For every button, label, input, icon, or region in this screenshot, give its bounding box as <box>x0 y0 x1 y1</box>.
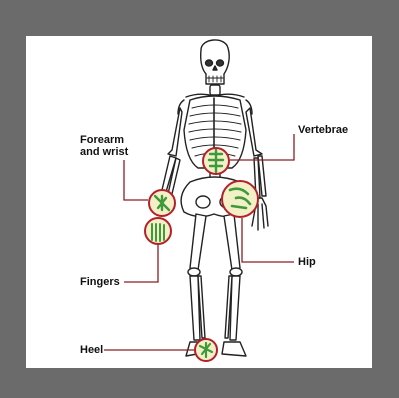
label-forearm-wrist: Forearm and wrist <box>80 134 128 158</box>
label-heel: Heel <box>80 344 103 356</box>
forearm-wrist-highlight <box>149 190 175 216</box>
heel-highlight <box>195 339 217 361</box>
label-hip: Hip <box>298 256 316 268</box>
vertebrae-highlight <box>203 148 229 174</box>
fingers-leader-line <box>124 244 158 282</box>
fingers-highlight <box>145 218 171 244</box>
forearm-leader-line <box>124 160 148 200</box>
label-vertebrae: Vertebrae <box>298 124 348 136</box>
label-fingers: Fingers <box>80 276 120 288</box>
label-forearm-line1: Forearm <box>80 134 128 146</box>
label-forearm-line2: and wrist <box>80 146 128 158</box>
hip-highlight <box>222 181 258 217</box>
